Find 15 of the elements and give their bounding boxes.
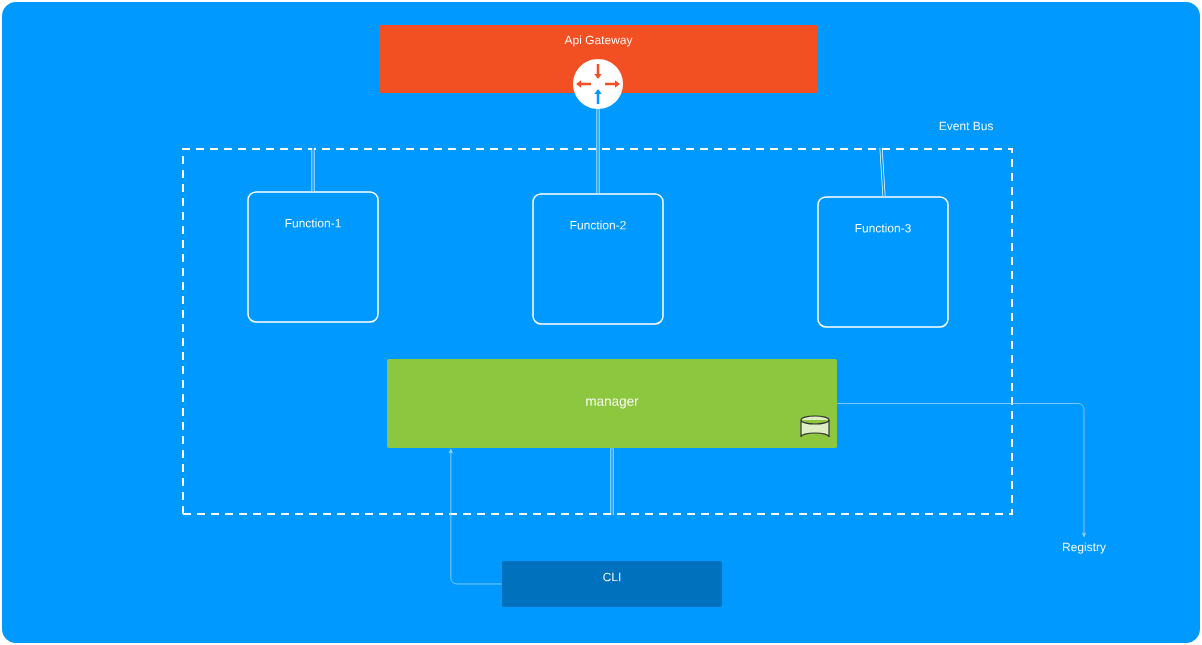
registry-label: Registry — [1063, 542, 1106, 554]
function-box: Function-2 — [532, 193, 664, 325]
function-box: Function-3 — [817, 196, 949, 328]
node-label: Event Bus — [939, 121, 994, 131]
gateway-box: Api Gateway — [379, 25, 818, 93]
arrow — [836, 403, 1086, 538]
cli-box: CLI — [502, 561, 722, 607]
manager-box: manager — [387, 359, 837, 448]
connector-line — [610, 447, 614, 516]
router-icon — [573, 59, 623, 109]
connector-line — [879, 147, 886, 198]
function-box: Function-1 — [247, 191, 379, 323]
connector-line — [311, 147, 315, 193]
arrow — [448, 448, 503, 585]
connector-line — [596, 108, 600, 195]
